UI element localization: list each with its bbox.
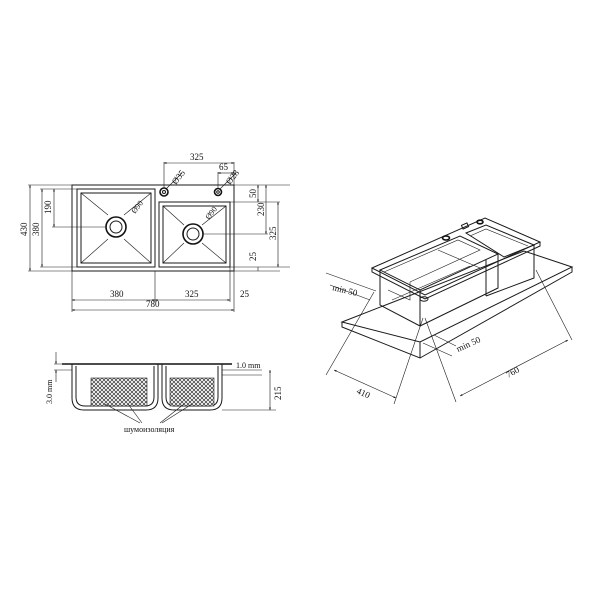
right-drain-diameter-label: Ø90	[203, 205, 219, 221]
dim-left-bowl-height: 380	[31, 222, 41, 236]
dim-left-bowl-width: 380	[110, 289, 124, 299]
left-insulation-pad	[90, 377, 148, 407]
dim-length-760: 760	[504, 364, 521, 379]
dim-right-bowl-width: 325	[185, 289, 199, 299]
right-bowl	[158, 201, 231, 268]
dim-right-margin: 25	[240, 289, 250, 299]
left-bowl	[76, 188, 156, 268]
dim-overall-height: 430	[19, 222, 29, 236]
countertop	[340, 250, 574, 343]
iso-drain-icon	[419, 296, 429, 302]
hole-left-diameter-label: Ø35	[170, 167, 188, 186]
dim-hole-spacing: 65	[219, 162, 229, 172]
left-drain-icon	[105, 216, 127, 238]
right-insulation-pad	[169, 377, 215, 407]
right-drain-icon	[182, 223, 204, 245]
section-view: шумоизоляция 3.0 mm 1.0 mm 215	[45, 352, 283, 434]
section-right-bowl	[161, 364, 223, 411]
insulation-label: шумоизоляция	[124, 425, 175, 434]
dim-hole-span: 325	[190, 152, 204, 162]
iso-view: min 50 min 50 410 760	[325, 217, 574, 405]
top-view: Ø35 Ø28 Ø90 Ø90 325 65 430 380 190 50	[19, 152, 290, 312]
iso-logo-icon	[460, 222, 470, 230]
dim-depth-410: 410	[355, 386, 372, 401]
section-left-bowl	[71, 364, 159, 411]
dim-min-left: min 50	[332, 282, 359, 298]
dim-depth: 215	[273, 386, 283, 400]
dim-right-325: 325	[268, 226, 278, 240]
sink-outline	[71, 184, 235, 272]
dim-wall-thickness: 3.0 mm	[45, 379, 54, 404]
iso-dispenser-hole-icon	[476, 219, 484, 225]
iso-tap-hole-icon	[441, 235, 451, 241]
dim-drain-offset: 190	[43, 200, 53, 214]
dim-right-25: 25	[248, 252, 258, 262]
tap-hole-icon	[159, 187, 169, 197]
dim-overall-width: 780	[146, 299, 160, 309]
iso-sink-rim	[370, 217, 542, 296]
dim-right-offset: 50	[248, 189, 258, 199]
dispenser-hole-icon	[213, 187, 223, 197]
dim-rim-thickness: 1.0 mm	[236, 361, 261, 370]
left-drain-diameter-label: Ø90	[129, 199, 145, 215]
dim-min-bottom: min 50	[455, 334, 483, 354]
dim-right-230: 230	[256, 202, 266, 216]
